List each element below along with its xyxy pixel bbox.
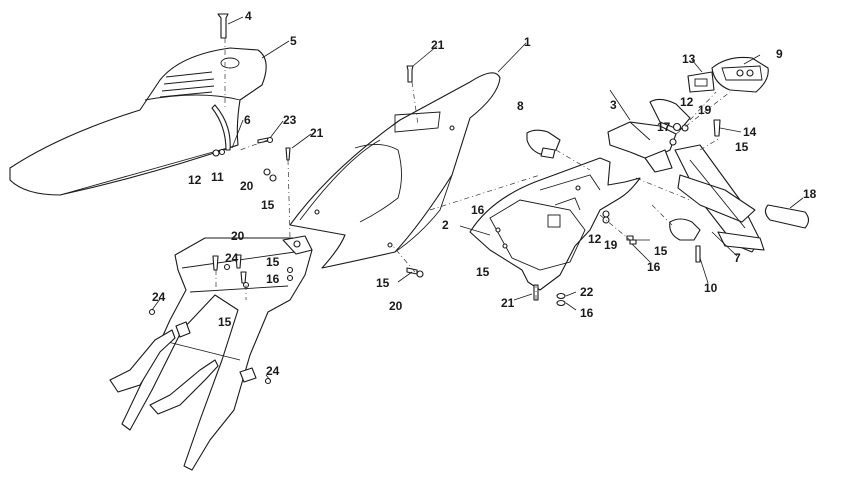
callout-16: 16 [471, 203, 485, 217]
callout-20: 20 [240, 179, 254, 193]
callout-15: 15 [476, 265, 490, 279]
callout-2: 2 [442, 218, 449, 232]
callout-21: 21 [310, 126, 324, 140]
callout-11: 11 [211, 170, 224, 184]
callout-16: 16 [647, 260, 661, 274]
callout-15: 15 [266, 255, 280, 269]
tail-cover-part [289, 72, 501, 269]
callout-17: 17 [657, 120, 671, 134]
callout-21: 21 [431, 38, 445, 52]
callout-15: 15 [735, 140, 749, 154]
callout-3: 3 [610, 98, 617, 112]
callout-16: 16 [580, 306, 594, 320]
callout-7: 7 [734, 251, 741, 265]
callout-24: 24 [152, 290, 166, 304]
callout-14: 14 [743, 125, 757, 139]
callout-20: 20 [389, 299, 403, 313]
callout-15: 15 [376, 276, 390, 290]
rear-fender-part [469, 157, 641, 291]
callout-22: 22 [580, 285, 594, 299]
callout-8: 8 [517, 99, 524, 113]
seat-part [9, 47, 267, 196]
callout-12: 12 [680, 95, 694, 109]
license-bracket-part [607, 98, 691, 173]
callout-18: 18 [803, 187, 817, 201]
rear-fender-fasteners [533, 210, 637, 307]
plate-holder-part [674, 144, 765, 253]
rear-frame-part [109, 235, 313, 471]
callout-9: 9 [776, 47, 783, 61]
callout-15: 15 [218, 315, 232, 329]
callout-19: 19 [698, 103, 712, 117]
callout-15: 15 [654, 244, 668, 258]
callout-1: 1 [524, 35, 531, 49]
callout-24: 24 [266, 364, 280, 378]
plate-holder-fasteners [669, 119, 721, 263]
callout-13: 13 [682, 52, 696, 66]
callout-4: 4 [245, 9, 252, 23]
callout-12: 12 [188, 173, 202, 187]
callout-19: 19 [604, 238, 618, 252]
tail-light-part [687, 56, 769, 93]
callout-24: 24 [225, 251, 239, 265]
seat-bolt-part [217, 13, 229, 39]
part-number-labels: 4 5 6 23 21 12 11 20 15 1 21 8 3 13 9 12… [152, 9, 817, 378]
callout-21: 21 [501, 296, 515, 310]
turn-signal-left-part [526, 129, 561, 159]
callout-lines [151, 16, 804, 381]
callout-20: 20 [231, 229, 245, 243]
rear-frame-fasteners [148, 254, 294, 385]
callout-10: 10 [704, 281, 718, 295]
assembly-lines [215, 38, 731, 300]
callout-23: 23 [283, 113, 297, 127]
turn-signal-right-part [669, 218, 701, 241]
callout-12: 12 [588, 232, 602, 246]
reflector-part [764, 204, 810, 229]
callout-5: 5 [290, 34, 297, 48]
callout-16: 16 [266, 272, 280, 286]
callout-6: 6 [244, 113, 251, 127]
callout-15: 15 [261, 198, 275, 212]
